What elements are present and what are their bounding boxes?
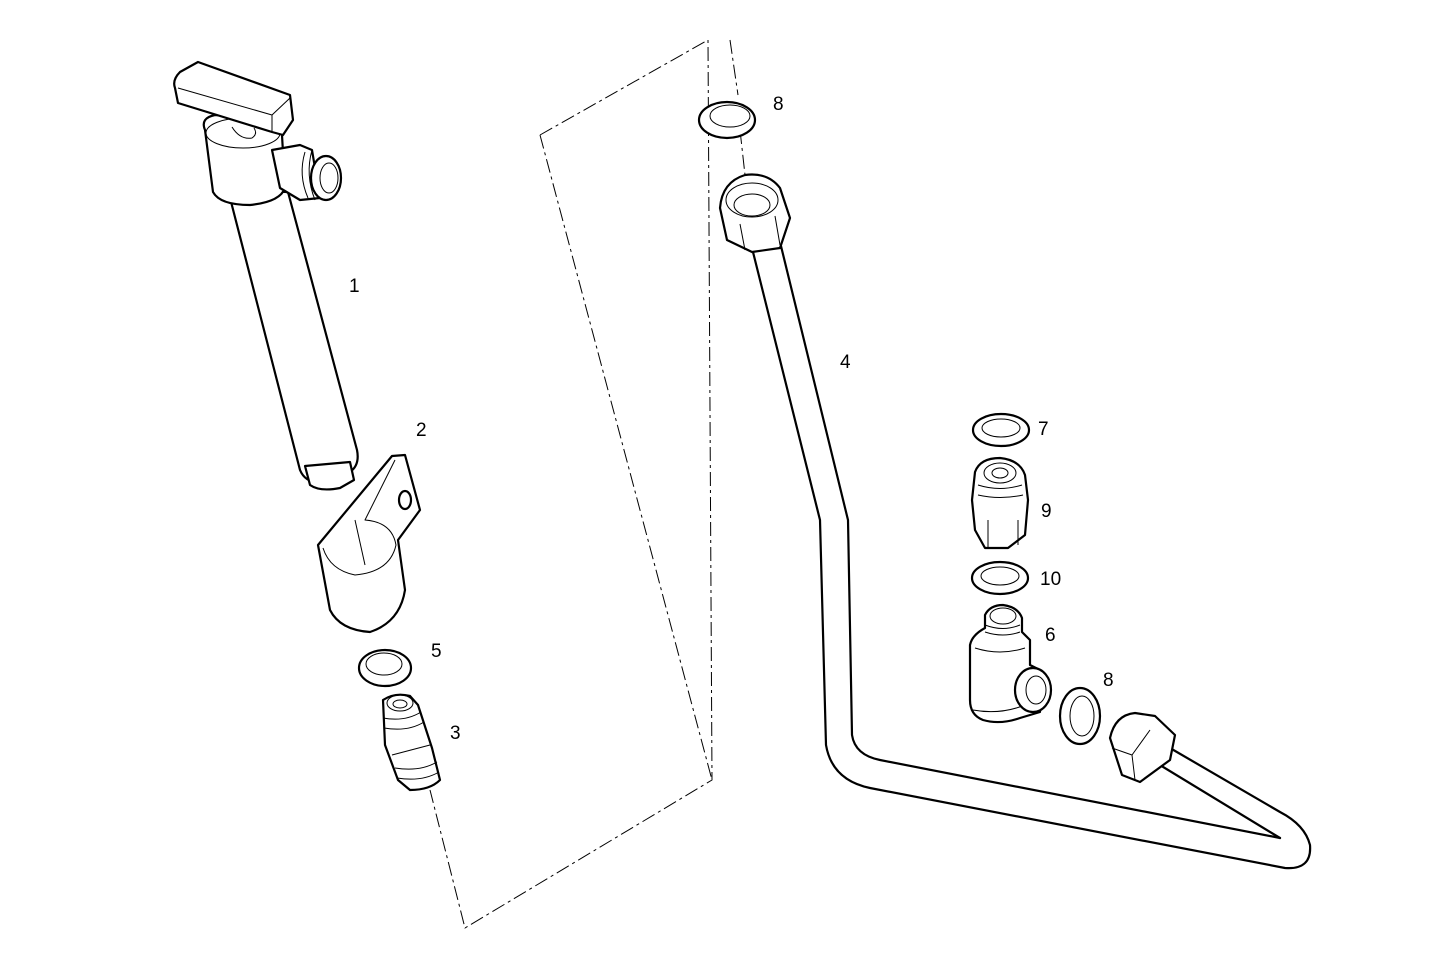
part-10-washer — [970, 560, 1030, 596]
part-3-adapter — [381, 693, 442, 792]
part-2-bracket — [316, 453, 422, 634]
callout-9: 9 — [1041, 501, 1052, 522]
part-6-elbow — [968, 603, 1053, 724]
part-8-washer-top — [697, 100, 757, 140]
part-9-fitting — [970, 456, 1030, 550]
callout-6: 6 — [1045, 625, 1056, 646]
callout-1: 1 — [349, 276, 360, 297]
part-5-washer — [357, 648, 413, 688]
part-4-fuel-pipe — [718, 173, 1312, 870]
callout-10: 10 — [1040, 569, 1061, 590]
callout-labels: 1 2 3 4 5 6 7 8 8 9 10 — [349, 94, 1114, 744]
callout-5: 5 — [431, 641, 442, 662]
part-8-washer-side — [1058, 686, 1102, 746]
assembly-guide-lines — [429, 39, 746, 929]
part-7-washer — [971, 412, 1031, 448]
callout-3: 3 — [450, 723, 461, 744]
part-1-primer-pump — [173, 60, 359, 491]
callout-8-side: 8 — [1103, 670, 1114, 691]
callout-8-top: 8 — [773, 94, 784, 115]
callout-2: 2 — [416, 420, 427, 441]
callout-4: 4 — [840, 352, 851, 373]
callout-7: 7 — [1038, 419, 1049, 440]
